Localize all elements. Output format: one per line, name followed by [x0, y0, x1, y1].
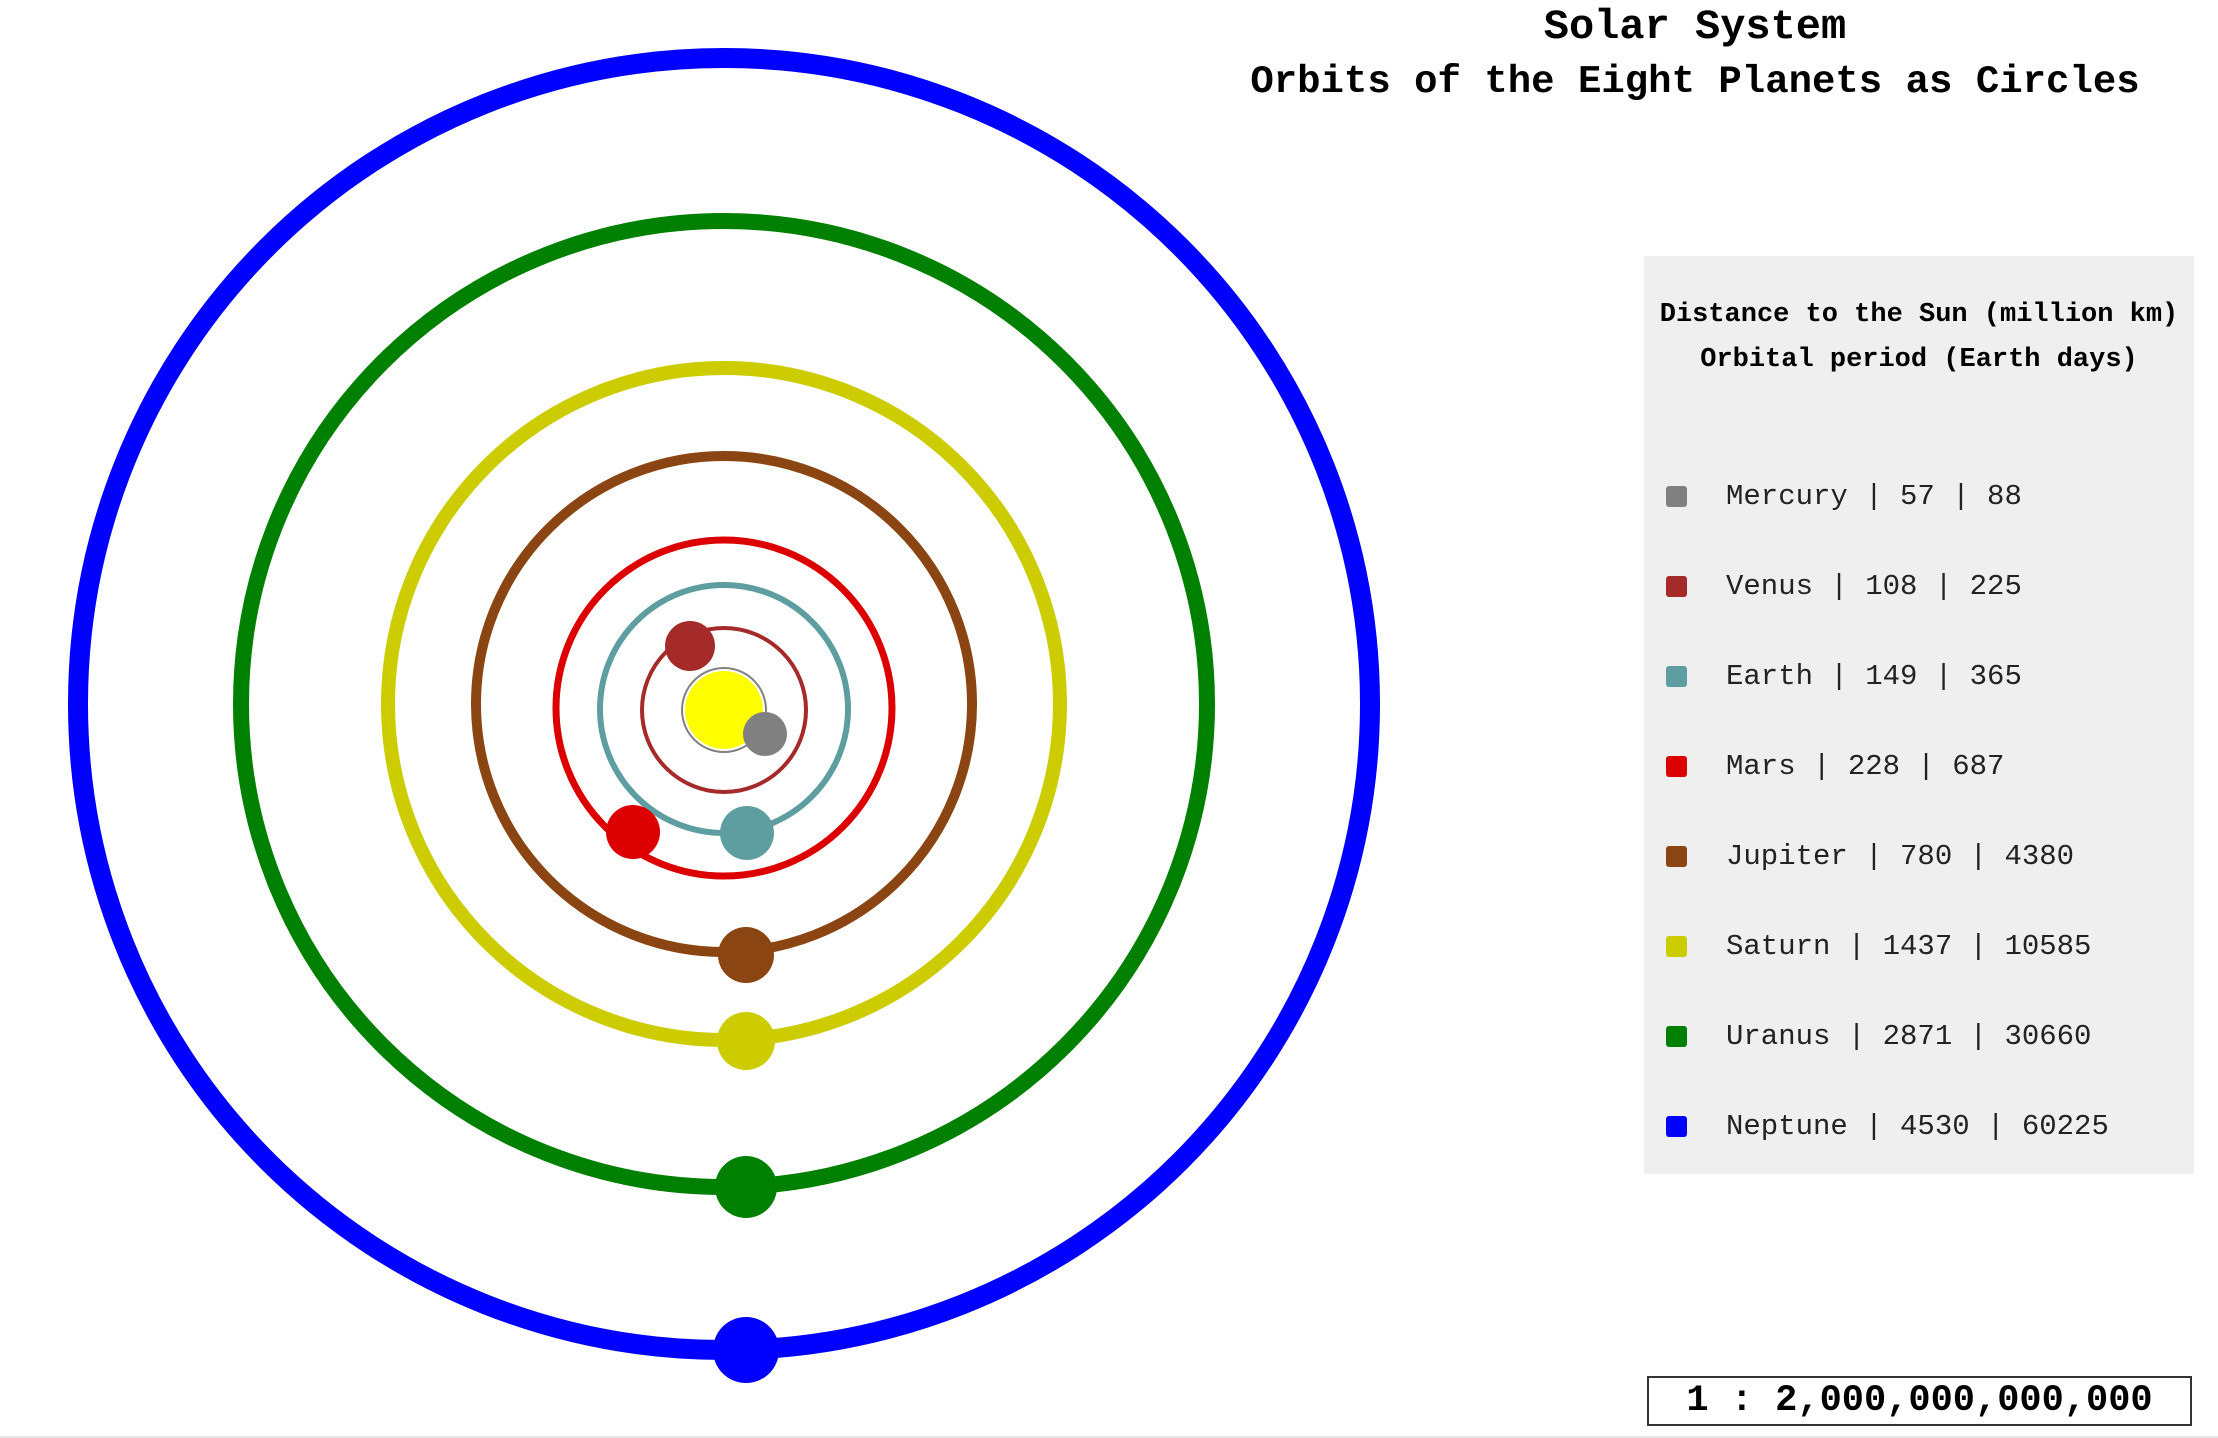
legend-swatch-jupiter [1666, 845, 1687, 867]
legend-item-earth: Earth | 149 | 365 [1666, 656, 2022, 696]
bottom-divider [0, 1436, 2218, 1438]
legend-swatch-venus [1666, 575, 1687, 597]
legend-swatch-mercury [1666, 485, 1687, 507]
planet-neptune [713, 1317, 779, 1383]
legend-header-distance: Distance to the Sun (million km) [1659, 300, 2179, 330]
legend-swatch-mars [1666, 755, 1687, 777]
legend-item-neptune: Neptune | 4530 | 60225 [1666, 1106, 2109, 1146]
title-block: Solar System Orbits of the Eight Planets… [1210, 0, 2180, 110]
legend-label-mars: Mars | 228 | 687 [1726, 749, 2005, 783]
legend-item-venus: Venus | 108 | 225 [1666, 566, 2022, 606]
planet-mercury [743, 712, 787, 756]
legend-item-uranus: Uranus | 2871 | 30660 [1666, 1016, 2091, 1056]
planet-uranus [715, 1156, 777, 1218]
page-title: Solar System [1543, 3, 1847, 51]
legend-label-neptune: Neptune | 4530 | 60225 [1726, 1109, 2109, 1143]
planet-earth [720, 806, 774, 860]
legend-item-saturn: Saturn | 1437 | 10585 [1666, 926, 2091, 966]
orbit-mercury [681, 667, 767, 753]
legend-label-saturn: Saturn | 1437 | 10585 [1726, 929, 2092, 963]
scale-label: 1 : 2,000,000,000,000 [1647, 1376, 2192, 1426]
legend-label-venus: Venus | 108 | 225 [1726, 569, 2022, 603]
orbit-mars [552, 536, 896, 880]
planet-saturn [717, 1012, 775, 1070]
orbit-diagram [68, 48, 1380, 1383]
legend-swatch-uranus [1666, 1025, 1687, 1047]
legend-swatch-saturn [1666, 935, 1687, 957]
planet-jupiter [718, 927, 774, 983]
legend-label-uranus: Uranus | 2871 | 30660 [1726, 1019, 2092, 1053]
legend-header-period: Orbital period (Earth days) [1700, 345, 2138, 375]
legend-label-earth: Earth | 149 | 365 [1726, 659, 2022, 693]
orbit-venus [640, 626, 808, 794]
page-subtitle: Orbits of the Eight Planets as Circles [1250, 60, 2140, 104]
planet-venus [665, 621, 715, 671]
legend-label-jupiter: Jupiter | 780 | 4380 [1726, 839, 2075, 873]
legend-label-mercury: Mercury | 57 | 88 [1726, 479, 2022, 513]
legend-item-jupiter: Jupiter | 780 | 4380 [1666, 836, 2074, 876]
legend: Distance to the Sun (million km) Orbital… [1644, 256, 2194, 1174]
legend-item-mercury: Mercury | 57 | 88 [1666, 476, 2022, 516]
legend-item-mars: Mars | 228 | 687 [1666, 746, 2004, 786]
planet-mars [606, 805, 660, 859]
legend-swatch-earth [1666, 665, 1687, 687]
legend-swatch-neptune [1666, 1115, 1687, 1137]
